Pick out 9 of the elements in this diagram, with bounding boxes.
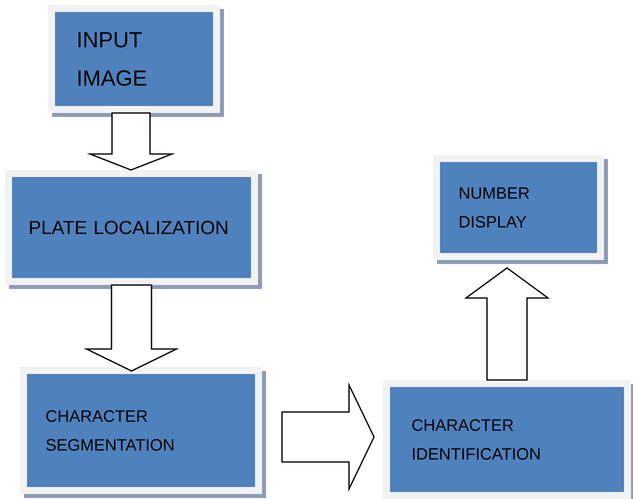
process-box: PLATE LOCALIZATION (5, 170, 262, 289)
block-arrow (464, 267, 550, 381)
block-arrow (281, 382, 375, 492)
process-box: NUMBER DISPLAY (433, 154, 608, 264)
process-box: CHARACTER SEGMENTATION (20, 366, 266, 498)
block-arrow (86, 112, 176, 171)
block-arrow (84, 284, 180, 372)
process-box: INPUT IMAGE (48, 5, 224, 117)
process-box: CHARACTER IDENTIFICATION (383, 380, 633, 499)
